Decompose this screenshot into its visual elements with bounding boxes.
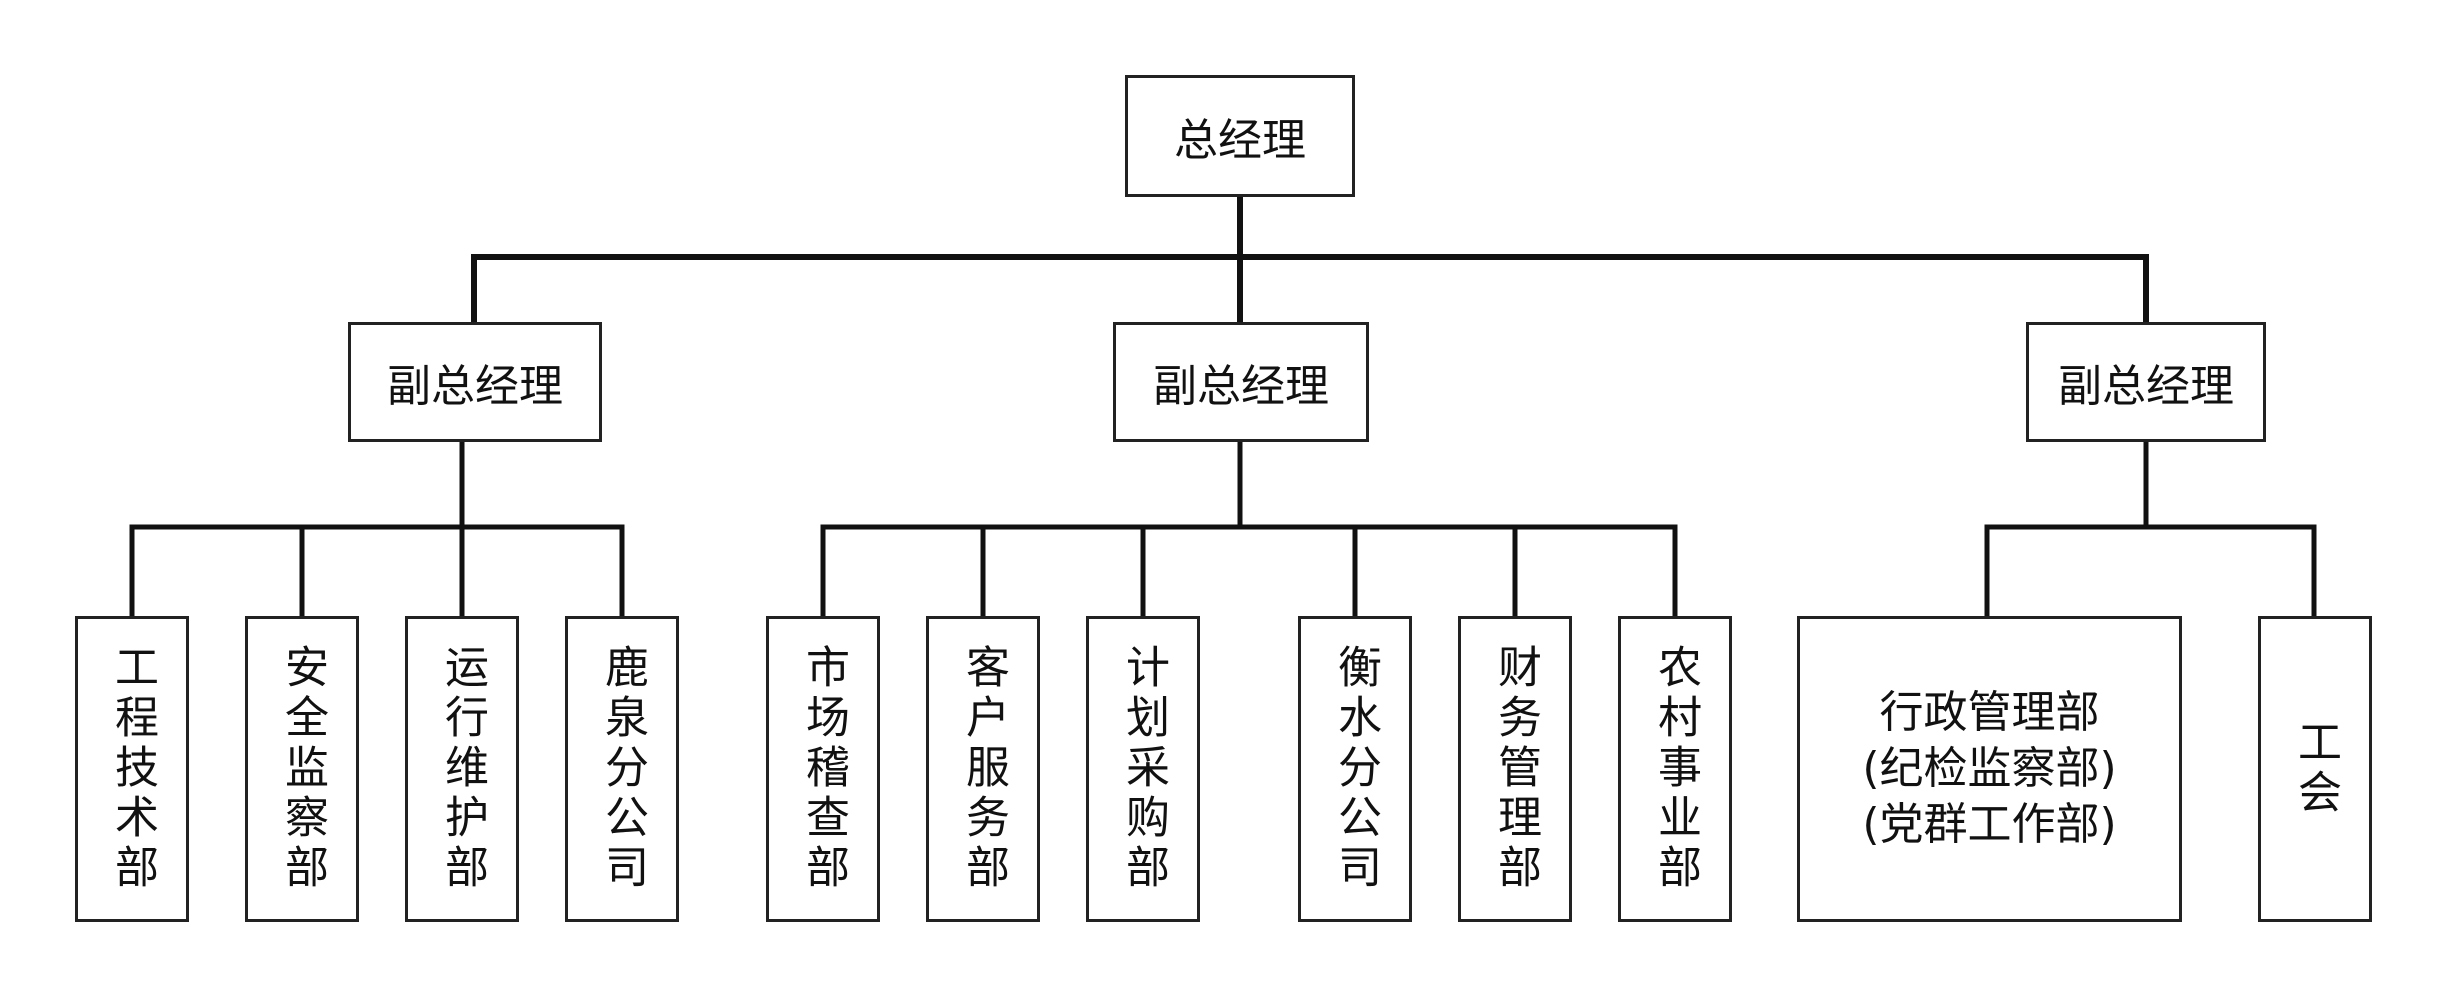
- node-dept-1-3-label: 运行维护部: [437, 644, 488, 894]
- node-deputy-1-label: 副总经理: [387, 361, 563, 412]
- node-deputy-2-label: 副总经理: [1153, 361, 1329, 412]
- node-general-manager-label: 总经理: [1174, 115, 1306, 166]
- node-dept-3-1-line-3: (党群工作部): [1862, 799, 2117, 851]
- node-deputy-3: 副总经理: [2026, 322, 2266, 442]
- node-general-manager: 总经理: [1125, 75, 1355, 197]
- node-dept-1-4-label: 鹿泉分公司: [597, 644, 648, 894]
- node-dept-2-5-label: 财务管理部: [1490, 644, 1541, 894]
- node-deputy-1: 副总经理: [348, 322, 602, 442]
- node-dept-2-2-label: 客户服务部: [958, 644, 1009, 894]
- node-dept-3-2: 工会: [2258, 616, 2372, 922]
- node-dept-3-1-line-1: 行政管理部: [1879, 686, 2100, 738]
- node-deputy-2: 副总经理: [1113, 322, 1369, 442]
- node-dept-2-1-label: 市场稽查部: [798, 644, 849, 894]
- node-dept-2-4-label: 衡水分公司: [1330, 644, 1381, 894]
- node-dept-2-2: 客户服务部: [926, 616, 1040, 922]
- node-dept-1-1: 工程技术部: [75, 616, 189, 922]
- node-dept-2-5: 财务管理部: [1458, 616, 1572, 922]
- node-dept-1-2-label: 安全监察部: [277, 644, 328, 894]
- node-dept-2-6: 农村事业部: [1618, 616, 1732, 922]
- node-dept-2-3: 计划采购部: [1086, 616, 1200, 922]
- node-dept-1-4: 鹿泉分公司: [565, 616, 679, 922]
- node-dept-2-3-label: 计划采购部: [1118, 644, 1169, 894]
- node-dept-2-1: 市场稽查部: [766, 616, 880, 922]
- node-dept-3-2-label: 工会: [2290, 719, 2341, 819]
- node-dept-1-1-label: 工程技术部: [107, 644, 158, 894]
- node-dept-1-2: 安全监察部: [245, 616, 359, 922]
- node-dept-1-3: 运行维护部: [405, 616, 519, 922]
- node-deputy-3-label: 副总经理: [2058, 361, 2234, 412]
- node-dept-2-4: 衡水分公司: [1298, 616, 1412, 922]
- node-dept-3-1-line-2: (纪检监察部): [1862, 742, 2117, 794]
- node-dept-3-1: 行政管理部 (纪检监察部) (党群工作部): [1797, 616, 2182, 922]
- node-dept-2-6-label: 农村事业部: [1650, 644, 1701, 894]
